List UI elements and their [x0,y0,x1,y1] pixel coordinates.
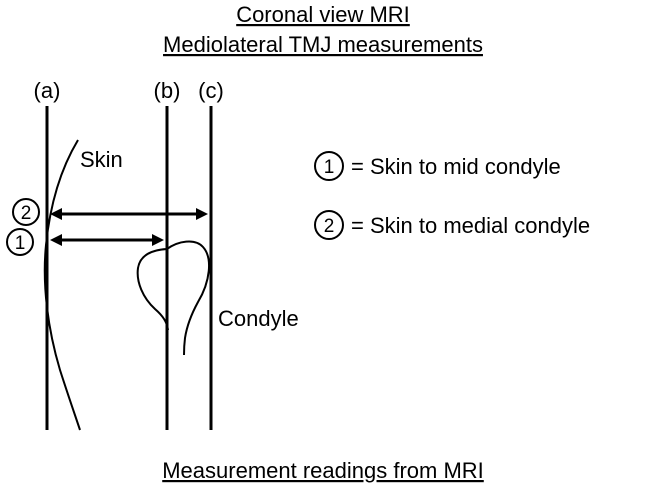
line-c-label: (c) [198,78,224,103]
line-b-label: (b) [154,78,181,103]
arrow-2-right-head [196,208,208,220]
title-mediolateral: Mediolateral TMJ measurements [163,32,483,57]
title-coronal-view: Coronal view MRI [236,2,410,27]
title-measurement-readings: Measurement readings from MRI [162,458,484,483]
skin-curve [43,139,81,431]
legend-2-number: 2 [324,216,335,237]
condyle-outline-right [166,240,210,356]
legend-2-text: = Skin to medial condyle [351,213,590,238]
legend-1-text: = Skin to mid condyle [351,154,561,179]
legend-1-number: 1 [324,157,335,178]
marker-1-circle [6,228,34,256]
arrow-1-left-head [50,234,62,246]
marker-2-circle [12,198,40,226]
condyle-label: Condyle [218,306,299,331]
arrow-1-right-head [152,234,164,246]
condyle-outline-left [136,248,169,331]
arrow-2-left-head [50,208,62,220]
legend-2-circle [314,210,344,240]
skin-label: Skin [80,147,123,172]
legend-1-circle [314,151,344,181]
marker-1-number: 1 [15,233,26,254]
line-a-label: (a) [34,78,61,103]
marker-2-number: 2 [21,203,32,224]
